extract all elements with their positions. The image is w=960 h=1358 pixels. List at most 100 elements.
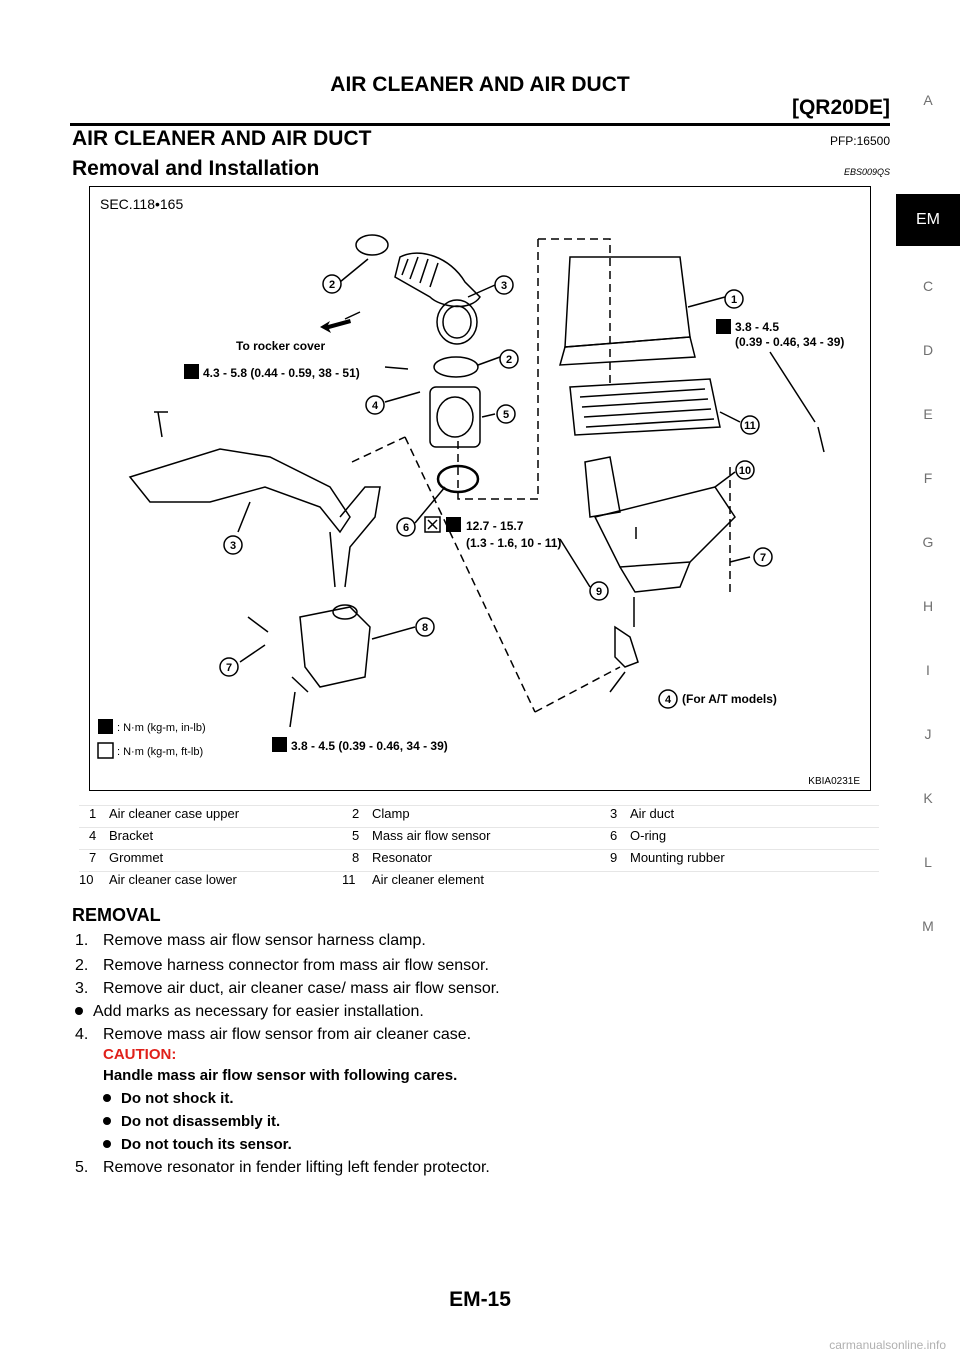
sec-label: SEC.118•165 bbox=[100, 196, 183, 212]
side-index-m[interactable]: M bbox=[922, 918, 934, 934]
legend-name: Clamp bbox=[372, 806, 410, 821]
legend-name: Mounting rubber bbox=[630, 850, 725, 865]
bullet-icon bbox=[103, 1117, 111, 1126]
legend-name: Air cleaner element bbox=[372, 872, 484, 887]
legend-name: Air cleaner case upper bbox=[109, 806, 240, 821]
unit-legend-ftlb: : N·m (kg-m, ft-lb) bbox=[117, 746, 203, 758]
callout-6: 6 bbox=[403, 522, 409, 534]
caution-item: Do not touch its sensor. bbox=[103, 1136, 292, 1153]
legend-name: Mass air flow sensor bbox=[372, 828, 491, 843]
legend-num: 7 bbox=[89, 850, 97, 865]
legend-num: 8 bbox=[352, 850, 360, 865]
pfp-code: PFP:16500 bbox=[829, 134, 890, 148]
callout-9: 9 bbox=[596, 586, 602, 598]
at-models-label: (For A/T models) bbox=[682, 692, 777, 706]
caution-text: Handle mass air flow sensor with followi… bbox=[103, 1067, 458, 1084]
torque-mid-line1: 12.7 - 15.7 bbox=[466, 519, 524, 533]
legend-item: 10 Air cleaner case lower bbox=[79, 872, 237, 887]
callout-11: 11 bbox=[744, 420, 756, 432]
callout-7a: 7 bbox=[226, 662, 232, 674]
legend-num: 10 bbox=[79, 872, 94, 887]
legend-item: 8 Resonator bbox=[352, 850, 432, 865]
step-number: 5. bbox=[75, 1159, 89, 1176]
side-index-d[interactable]: D bbox=[922, 342, 934, 358]
bullet-icon bbox=[103, 1094, 111, 1103]
caution-item-text: Do not shock it. bbox=[121, 1090, 234, 1107]
watermark: carmanualsonline.info bbox=[829, 1338, 946, 1352]
legend-item: 11 Air cleaner element bbox=[342, 872, 484, 887]
side-index-l[interactable]: L bbox=[924, 854, 932, 870]
side-index-k[interactable]: K bbox=[923, 790, 933, 806]
side-index-f[interactable]: F bbox=[923, 470, 933, 486]
callout-2b: 2 bbox=[506, 354, 512, 366]
caution-item-text: Do not disassembly it. bbox=[121, 1113, 281, 1130]
torque-upper-left: 4.3 - 5.8 (0.44 - 0.59, 38 - 51) bbox=[203, 366, 360, 380]
callout-7b: 7 bbox=[760, 552, 766, 564]
step-text: Remove harness connector from mass air f… bbox=[103, 957, 489, 974]
legend-name: O-ring bbox=[630, 828, 667, 843]
step-number: 3. bbox=[75, 980, 89, 997]
legend-name: Air duct bbox=[630, 806, 675, 821]
ebs-code: EBS009QS bbox=[843, 167, 890, 177]
legend-num: 6 bbox=[610, 828, 618, 843]
callout-10: 10 bbox=[739, 465, 751, 477]
side-index-c[interactable]: C bbox=[922, 278, 934, 294]
bullet-icon bbox=[103, 1140, 111, 1149]
subsection-title: Removal and Installation bbox=[72, 157, 320, 180]
step-text: Remove resonator in fender lifting left … bbox=[103, 1159, 490, 1176]
side-index-a[interactable]: A bbox=[923, 92, 933, 108]
step-text: Remove air duct, air cleaner case/ mass … bbox=[103, 980, 500, 997]
note-text: Add marks as necessary for easier instal… bbox=[93, 1003, 424, 1020]
bullet-icon bbox=[75, 1006, 83, 1015]
side-index-j[interactable]: J bbox=[924, 726, 932, 742]
caution-item: Do not disassembly it. bbox=[103, 1113, 280, 1130]
step-number: 2. bbox=[75, 957, 89, 974]
legend-row: 10 Air cleaner case lower 11 Air cleaner e… bbox=[79, 871, 879, 894]
caution-label: CAUTION: bbox=[103, 1046, 177, 1063]
callout-5: 5 bbox=[503, 409, 509, 421]
removal-note: Add marks as necessary for easier instal… bbox=[75, 1003, 424, 1021]
legend-name: Grommet bbox=[109, 850, 164, 865]
removal-step: 3. Remove air duct, air cleaner case/ mas… bbox=[75, 980, 500, 998]
running-title: AIR CLEANER AND AIR DUCT bbox=[330, 73, 630, 96]
callout-3b: 3 bbox=[230, 540, 236, 552]
step-number: 1. bbox=[75, 932, 89, 949]
page-number: EM-15 bbox=[449, 1288, 511, 1311]
removal-step: 5. Remove resonator in fender lifting lef… bbox=[75, 1159, 490, 1177]
caution-item: Do not shock it. bbox=[103, 1090, 234, 1107]
callout-3a: 3 bbox=[501, 280, 507, 292]
legend-num: 5 bbox=[352, 828, 360, 843]
exploded-view-figure: 2 3 1 2 4 5 6 3 7 8 9 10 11 7 4 SEC.118•… bbox=[89, 186, 871, 791]
step-text: Remove mass air flow sensor harness clam… bbox=[103, 932, 426, 949]
engine-tag: [QR20DE] bbox=[791, 96, 890, 119]
legend-name: Bracket bbox=[109, 828, 154, 843]
legend-item: 7 Grommet bbox=[89, 850, 163, 865]
header-rule bbox=[70, 123, 890, 126]
legend-name: Air cleaner case lower bbox=[109, 872, 237, 887]
torque-right-line1: 3.8 - 4.5 bbox=[735, 320, 779, 334]
torque-bottom: 3.8 - 4.5 (0.39 - 0.46, 34 - 39) bbox=[291, 739, 448, 753]
side-index-i[interactable]: I bbox=[926, 662, 930, 678]
legend-item: 5 Mass air flow sensor bbox=[352, 828, 490, 843]
exploded-view-drawing: 2 3 1 2 4 5 6 3 7 8 9 10 11 7 4 SEC.118•… bbox=[97, 196, 860, 787]
removal-step: 4. Remove mass air flow sensor from air c… bbox=[75, 1026, 471, 1044]
section-title: AIR CLEANER AND AIR DUCT bbox=[72, 127, 372, 150]
step-number: 4. bbox=[75, 1026, 89, 1043]
side-index-g[interactable]: G bbox=[922, 534, 934, 550]
side-index-e[interactable]: E bbox=[923, 406, 933, 422]
side-index-h[interactable]: H bbox=[922, 598, 934, 614]
side-index-em[interactable]: EM bbox=[896, 194, 960, 246]
removal-step: 1. Remove mass air flow sensor harness cl… bbox=[75, 932, 426, 950]
callout-8: 8 bbox=[422, 622, 428, 634]
legend-num: 11 bbox=[342, 872, 356, 887]
legend-num: 3 bbox=[610, 806, 618, 821]
step-text: Remove mass air flow sensor from air cle… bbox=[103, 1026, 472, 1043]
unit-legend-inlb: : N·m (kg-m, in-lb) bbox=[117, 722, 206, 734]
callout-2a: 2 bbox=[329, 279, 335, 291]
callout-4a: 4 bbox=[372, 400, 379, 412]
legend-name: Resonator bbox=[372, 850, 432, 865]
